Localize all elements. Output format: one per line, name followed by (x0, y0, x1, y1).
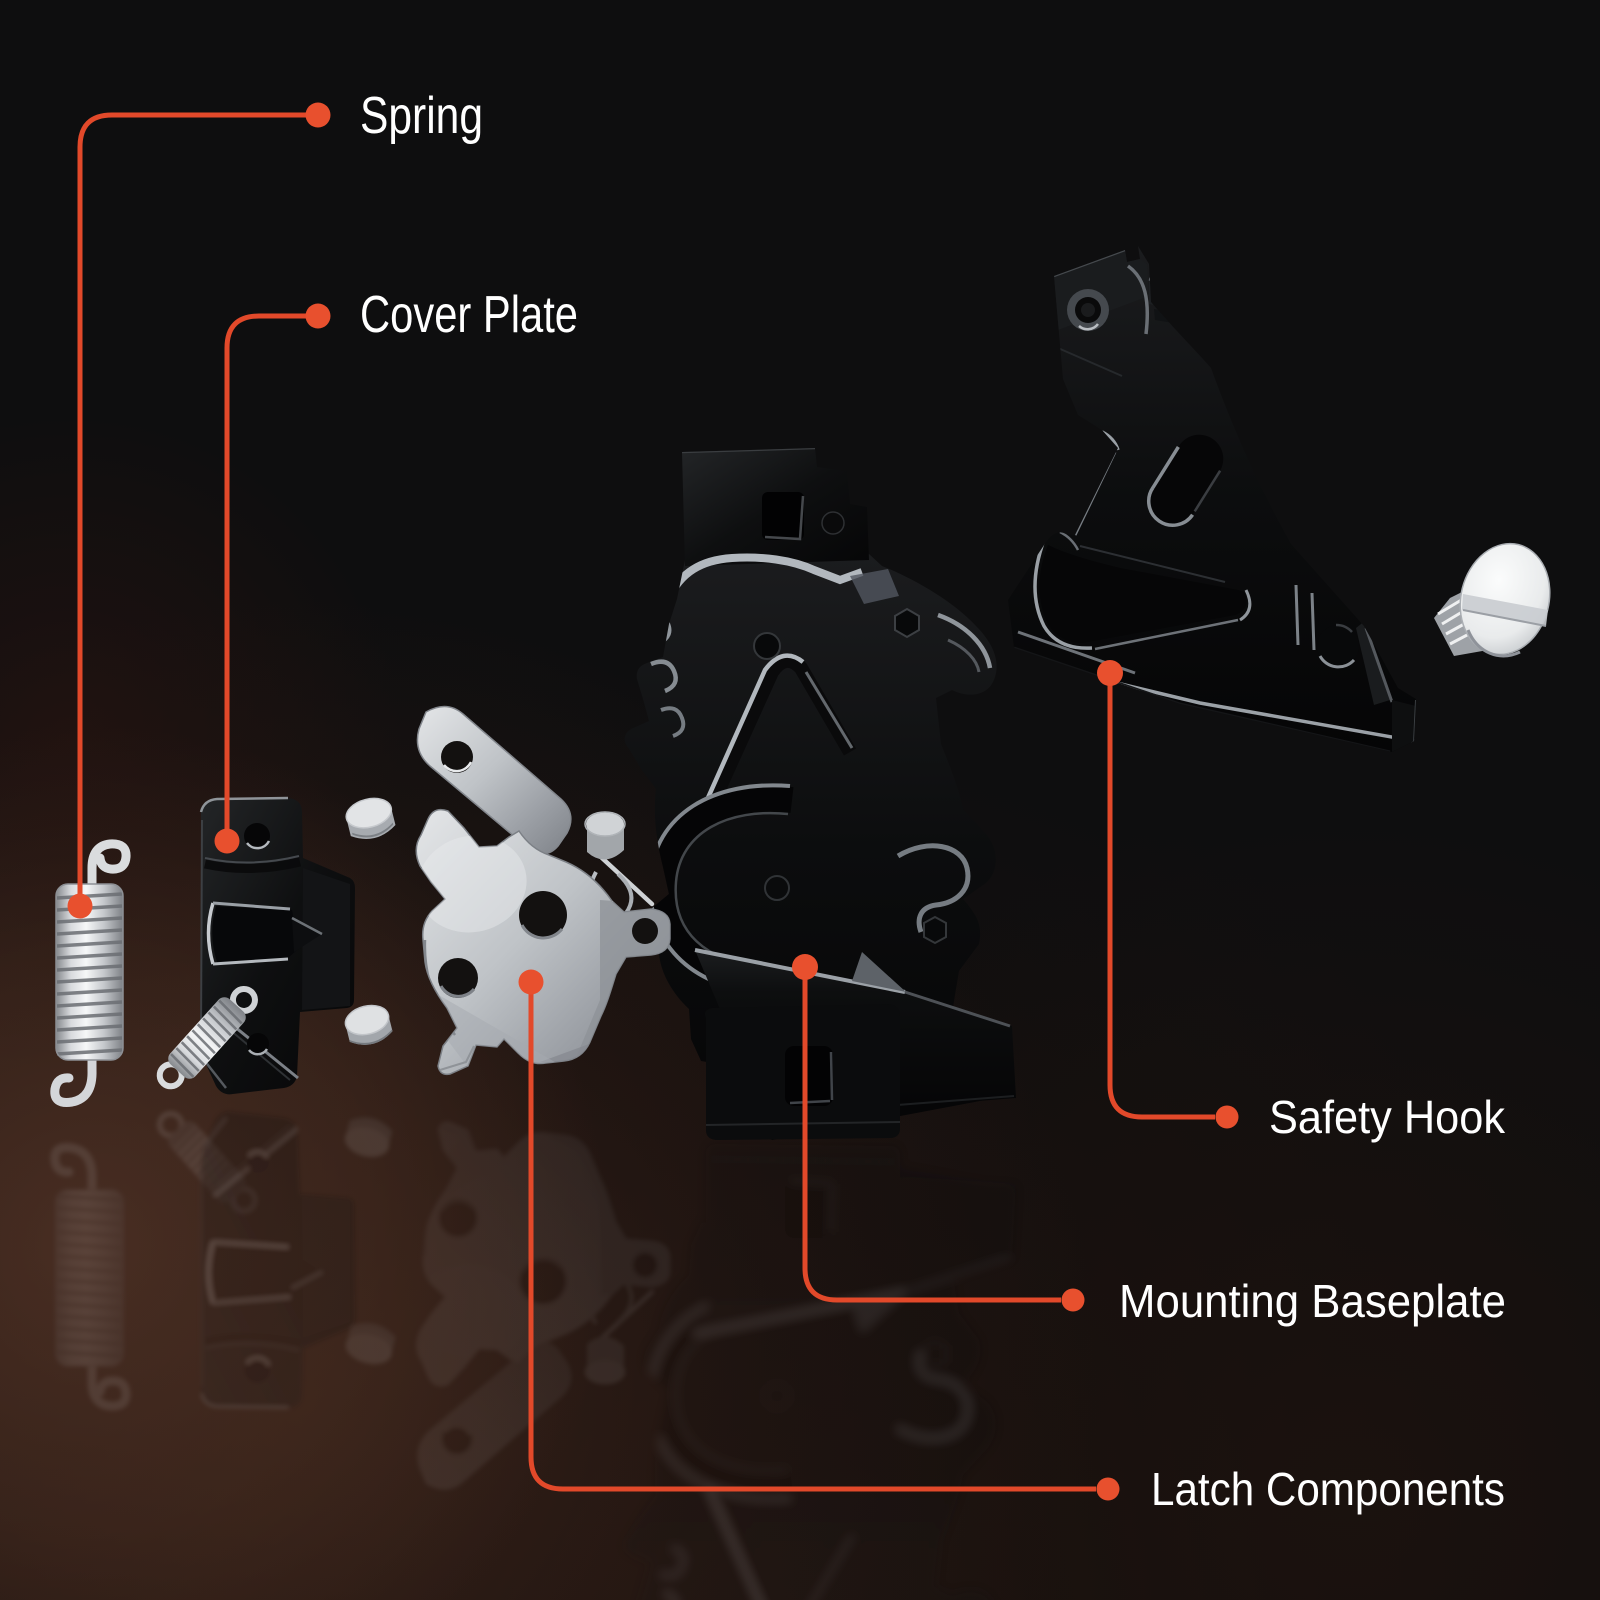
svg-text:Spring: Spring (360, 87, 483, 145)
svg-text:Mounting Baseplate: Mounting Baseplate (1119, 1275, 1506, 1327)
svg-text:Latch Components: Latch Components (1151, 1463, 1505, 1515)
svg-text:Cover Plate: Cover Plate (360, 286, 578, 344)
svg-text:Safety Hook: Safety Hook (1269, 1091, 1506, 1143)
